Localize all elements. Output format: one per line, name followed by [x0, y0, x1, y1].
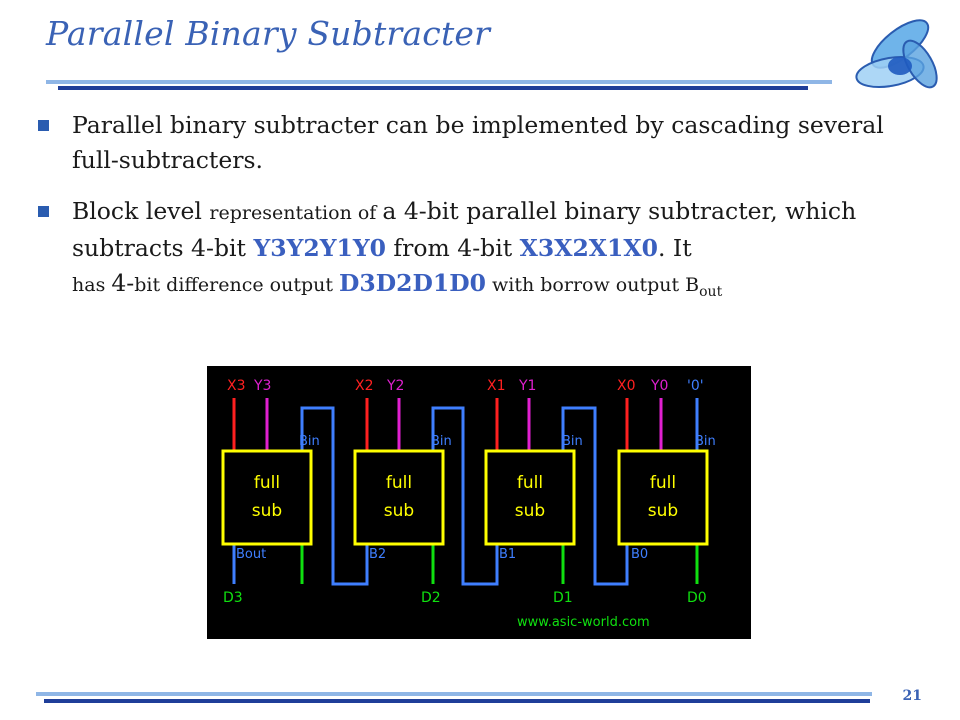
- bullet-list: Parallel binary subtracter can be implem…: [36, 108, 936, 326]
- label-d3: D3: [223, 590, 243, 606]
- block-label: full: [254, 473, 280, 493]
- bullet-text-part: a 4-bit parallel binary subtracter, whic…: [72, 197, 857, 262]
- full-sub-block-1: [484, 449, 576, 546]
- full-sub-block-2: [353, 449, 445, 546]
- label-x3: X3: [227, 378, 246, 394]
- label-b0: B0: [631, 547, 648, 562]
- label-y3: Y3: [253, 378, 271, 394]
- subtracter-diagram: full sub full sub full sub full sub X3 Y…: [207, 366, 751, 639]
- slide-title: Parallel Binary Subtracter: [46, 14, 491, 53]
- bullet-item: Parallel binary subtracter can be implem…: [36, 108, 936, 178]
- label-b1: B1: [499, 547, 516, 562]
- block-label: sub: [648, 501, 678, 521]
- bullet-text-part: has: [72, 274, 112, 296]
- bullet-item: Block level representation of a 4-bit pa…: [36, 194, 936, 310]
- title-rule-light: [46, 80, 832, 84]
- bullet-text-part: 4-: [111, 269, 135, 297]
- bullet-text-part: representation of: [209, 202, 383, 224]
- bullet-text: Parallel binary subtracter can be implem…: [72, 111, 884, 174]
- bullet-text-part: bit difference output: [134, 274, 340, 296]
- subscript-out: out: [699, 284, 723, 300]
- watermark-text: www.asic-world.com: [517, 615, 650, 630]
- page-number: 21: [902, 688, 922, 704]
- label-d0: D0: [687, 590, 707, 606]
- label-y0: Y0: [650, 378, 668, 394]
- title-rule-dark: [58, 86, 808, 90]
- label-d2: D2: [421, 590, 441, 606]
- label-bout: Bout: [236, 547, 266, 562]
- block-label: sub: [515, 501, 545, 521]
- footer-rule-light: [36, 692, 872, 696]
- block-label: full: [386, 473, 412, 493]
- label-d1: D1: [553, 590, 573, 606]
- label-x1: X1: [487, 378, 506, 394]
- square-bullet-icon: [38, 120, 49, 131]
- bullet-text-part: with borrow output B: [485, 274, 700, 296]
- label-bin: Bin: [562, 434, 583, 449]
- square-bullet-icon: [38, 206, 49, 217]
- block-label: sub: [252, 501, 282, 521]
- logo-icon: [855, 19, 938, 89]
- label-y2: Y2: [386, 378, 404, 394]
- y-word: Y3Y2Y1Y0: [253, 234, 386, 262]
- label-bin: Bin: [695, 434, 716, 449]
- x-word: X3X2X1X0: [519, 234, 658, 262]
- full-sub-block-3: [221, 449, 313, 546]
- bullet-text-part: from 4-bit: [385, 234, 520, 262]
- label-y1: Y1: [518, 378, 536, 394]
- label-bin: Bin: [431, 434, 452, 449]
- block-label: full: [517, 473, 543, 493]
- bullet-text-part: Block level: [72, 197, 210, 225]
- block-label: full: [650, 473, 676, 493]
- bullet-text-part: . It: [657, 234, 692, 262]
- label-x0: X0: [617, 378, 636, 394]
- block-label: sub: [384, 501, 414, 521]
- d-word: D3D2D1D0: [339, 269, 486, 297]
- full-sub-block-0: [617, 449, 709, 546]
- label-b2: B2: [369, 547, 386, 562]
- label-zero: '0': [687, 378, 704, 394]
- footer-rule-dark: [44, 699, 870, 703]
- label-x2: X2: [355, 378, 374, 394]
- label-bin: Bin: [299, 434, 320, 449]
